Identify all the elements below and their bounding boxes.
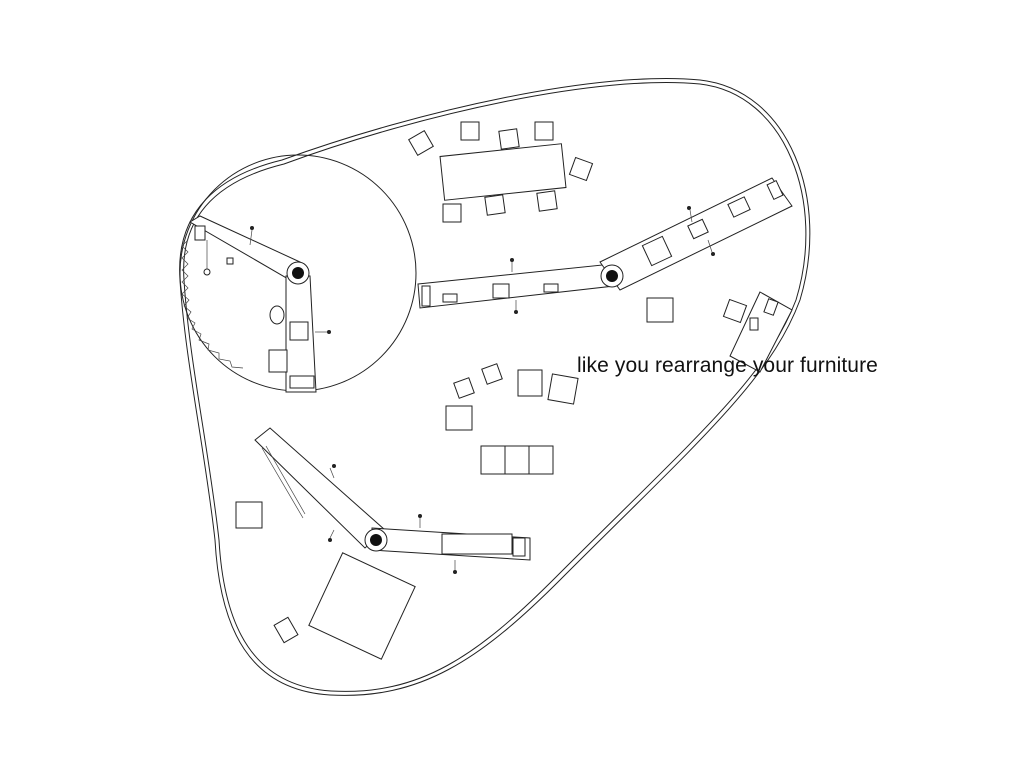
chair-icon bbox=[442, 203, 462, 223]
chair-icon bbox=[453, 377, 475, 399]
square-platform bbox=[273, 552, 416, 660]
chair-icon bbox=[484, 194, 506, 216]
chair-icon bbox=[646, 297, 674, 323]
lower-arm bbox=[254, 427, 531, 574]
left-arm bbox=[189, 215, 331, 393]
lounge-area bbox=[235, 297, 674, 529]
chair-icon bbox=[408, 130, 434, 156]
chair-icon bbox=[481, 363, 503, 385]
chair-icon bbox=[547, 373, 579, 405]
outer-boundary bbox=[179, 77, 811, 696]
sofa bbox=[480, 445, 554, 475]
meeting-table bbox=[408, 121, 594, 223]
chair-icon bbox=[460, 121, 480, 141]
sink-icon bbox=[268, 349, 288, 373]
chair-icon bbox=[445, 405, 473, 431]
right-desk bbox=[722, 291, 793, 373]
toilet-icon bbox=[269, 305, 285, 325]
chair-icon bbox=[536, 190, 558, 212]
middle-corridor bbox=[417, 177, 793, 314]
caption-text: like you rearrange your furniture bbox=[577, 354, 878, 377]
table-icon bbox=[439, 143, 567, 201]
chair-icon bbox=[517, 369, 543, 397]
chair-icon bbox=[235, 501, 263, 529]
chair-icon bbox=[498, 128, 520, 150]
chair-icon bbox=[568, 156, 594, 182]
chair-icon bbox=[534, 121, 554, 141]
